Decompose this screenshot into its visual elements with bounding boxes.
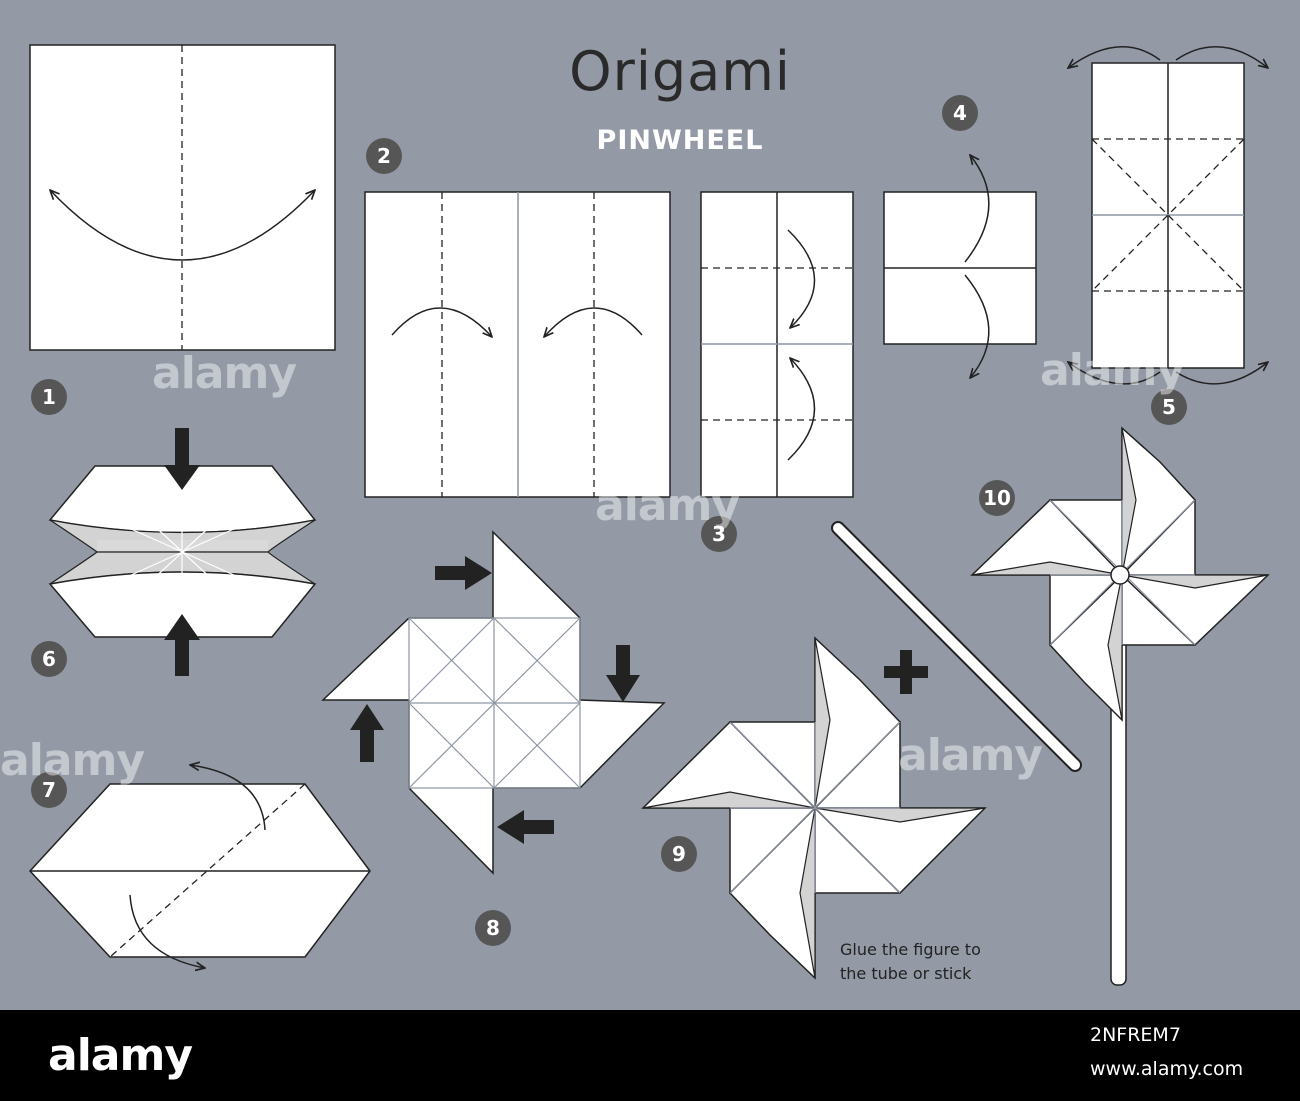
page-title: Origami bbox=[569, 40, 791, 103]
step-1-diagram bbox=[29, 44, 336, 351]
step-badge-5: 5 bbox=[1151, 389, 1187, 425]
step-4-diagram bbox=[883, 155, 1037, 378]
step-8-diagram bbox=[321, 530, 666, 875]
stick-diagram bbox=[831, 521, 1082, 772]
step-badge-1: 1 bbox=[31, 379, 67, 415]
step-badge-9: 9 bbox=[661, 836, 697, 872]
footer-url: www.alamy.com bbox=[1090, 1058, 1244, 1080]
watermark: alamy bbox=[0, 735, 145, 786]
watermark: alamy bbox=[152, 348, 297, 399]
step-6-diagram bbox=[48, 428, 317, 676]
step-badge-10: 10 bbox=[979, 480, 1015, 516]
watermark: alamy bbox=[1040, 345, 1185, 396]
page-subtitle: PINWHEEL bbox=[596, 125, 764, 156]
glue-instruction: Glue the figure to the tube or stick bbox=[840, 938, 1040, 986]
step-badge-8: 8 bbox=[475, 910, 511, 946]
step-5-diagram bbox=[1068, 46, 1268, 385]
glue-instruction-line-1: Glue the figure to bbox=[840, 940, 981, 959]
step-badge-4: 4 bbox=[942, 95, 978, 131]
step-10-diagram bbox=[970, 426, 1270, 986]
footer-logo: alamy bbox=[48, 1030, 193, 1081]
step-3-diagram bbox=[700, 191, 854, 498]
watermark: alamy bbox=[898, 730, 1043, 781]
watermark: alamy bbox=[595, 480, 740, 531]
step-badge-2: 2 bbox=[366, 138, 402, 174]
glue-instruction-line-2: the tube or stick bbox=[840, 964, 972, 983]
footer-image-id: 2NFREM7 bbox=[1090, 1024, 1181, 1046]
step-9-diagram bbox=[641, 636, 987, 980]
step-badge-6: 6 bbox=[31, 641, 67, 677]
step-2-diagram bbox=[364, 191, 671, 498]
step-7-diagram bbox=[28, 765, 371, 968]
step-badge-3: 3 bbox=[701, 516, 737, 552]
origami-diagram bbox=[28, 44, 1270, 986]
footer-bar bbox=[0, 1010, 1300, 1101]
step-badge-7: 7 bbox=[31, 772, 67, 808]
